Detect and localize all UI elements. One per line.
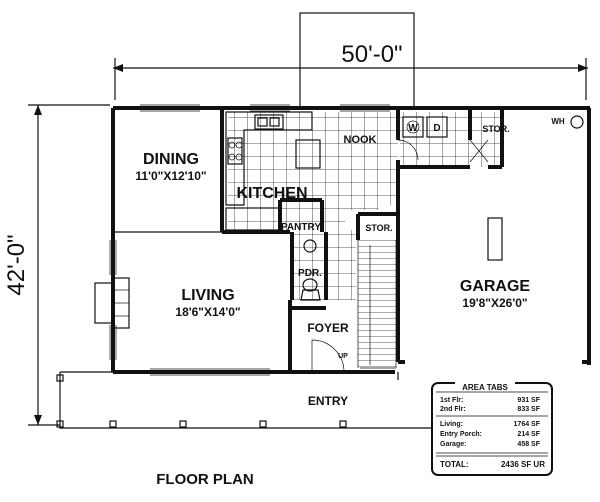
garage-stor-label: STOR.	[482, 124, 509, 134]
fireplace	[94, 277, 130, 329]
dimension-width: 50'-0"	[113, 41, 588, 100]
area-row-label: 2nd Flr:	[440, 406, 466, 413]
staircase	[358, 240, 396, 368]
kitchen-tile-floor	[228, 112, 502, 232]
area-row-value: 458 SF	[517, 441, 540, 448]
dimension-depth: 42'-0"	[3, 104, 110, 426]
stair-up-label: UP	[338, 353, 348, 360]
kitchen-counters	[225, 111, 321, 231]
front-door-swing	[311, 339, 345, 373]
washer-label: W	[408, 123, 418, 134]
pantry-label: PANTRY	[281, 222, 321, 233]
dining-size: 11'0"X12'10"	[135, 169, 206, 183]
nook-label: NOOK	[344, 134, 377, 146]
width-dimension-label: 50'-0"	[341, 41, 402, 68]
area-row-label: Living:	[440, 421, 463, 428]
living-label: LIVING	[181, 287, 234, 304]
area-tabs-title: AREA TABS	[462, 383, 508, 392]
laundry: W D	[397, 116, 448, 161]
area-row-value: 833 SF	[517, 406, 540, 413]
entry-label: ENTRY	[308, 394, 348, 408]
sink-icon	[303, 239, 317, 253]
area-row-label: 1st Flr:	[440, 397, 463, 404]
garage-size: 19'8"X26'0"	[462, 296, 527, 310]
area-tabs-table: AREA TABS 1st Flr: 931 SF 2nd Flr: 833 S…	[431, 381, 553, 476]
area-row-label: Entry Porch:	[440, 431, 482, 438]
foyer-label: FOYER	[307, 321, 349, 335]
floor-plan-caption: FLOOR PLAN	[156, 471, 254, 488]
water-heater-label: WH	[551, 117, 565, 126]
dryer-label: D	[433, 123, 440, 134]
living-size: 18'6"X14'0"	[175, 305, 240, 319]
area-row-value: 1764 SF	[514, 421, 541, 428]
area-row-label: Garage:	[440, 441, 466, 448]
garage-label: GARAGE	[460, 278, 531, 295]
area-row-value: 214 SF	[517, 431, 540, 438]
windows	[109, 104, 390, 376]
dining-label: DINING	[143, 151, 199, 168]
powder-label: PDR.	[298, 268, 322, 279]
entry-porch	[56, 371, 433, 429]
area-row-value: 931 SF	[517, 397, 540, 404]
area-total-value: 2436 SF UR	[501, 460, 545, 469]
area-total-label: TOTAL:	[440, 460, 469, 469]
depth-dimension-label: 42'-0"	[3, 234, 30, 295]
garage-attic-access	[487, 217, 503, 261]
stair-stor-label: STOR.	[365, 223, 392, 233]
water-heater-icon	[570, 115, 584, 129]
kitchen-label: KITCHEN	[236, 185, 307, 202]
